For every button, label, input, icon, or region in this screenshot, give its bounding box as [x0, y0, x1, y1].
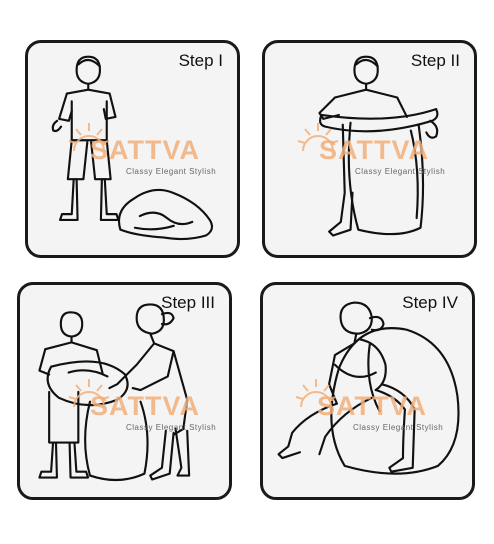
- step-2-label: Step II: [411, 51, 460, 71]
- step-3-panel: Step III SATTVA Classy Elegant Stylish: [17, 282, 232, 500]
- step-1-illustration: [28, 43, 237, 255]
- step-4-illustration: [263, 285, 472, 497]
- step-3-illustration: [20, 285, 229, 497]
- step-3-label: Step III: [161, 293, 215, 313]
- step-1-label: Step I: [179, 51, 223, 71]
- step-1-panel: Step I SATTVA Classy Elegant Stylish: [25, 40, 240, 258]
- step-4-panel: Step IV SATTVA Classy Elegant Stylish: [260, 282, 475, 500]
- step-2-panel: Step II SATTVA Classy Elegant Stylish: [262, 40, 477, 258]
- step-2-illustration: [265, 43, 474, 255]
- step-4-label: Step IV: [402, 293, 458, 313]
